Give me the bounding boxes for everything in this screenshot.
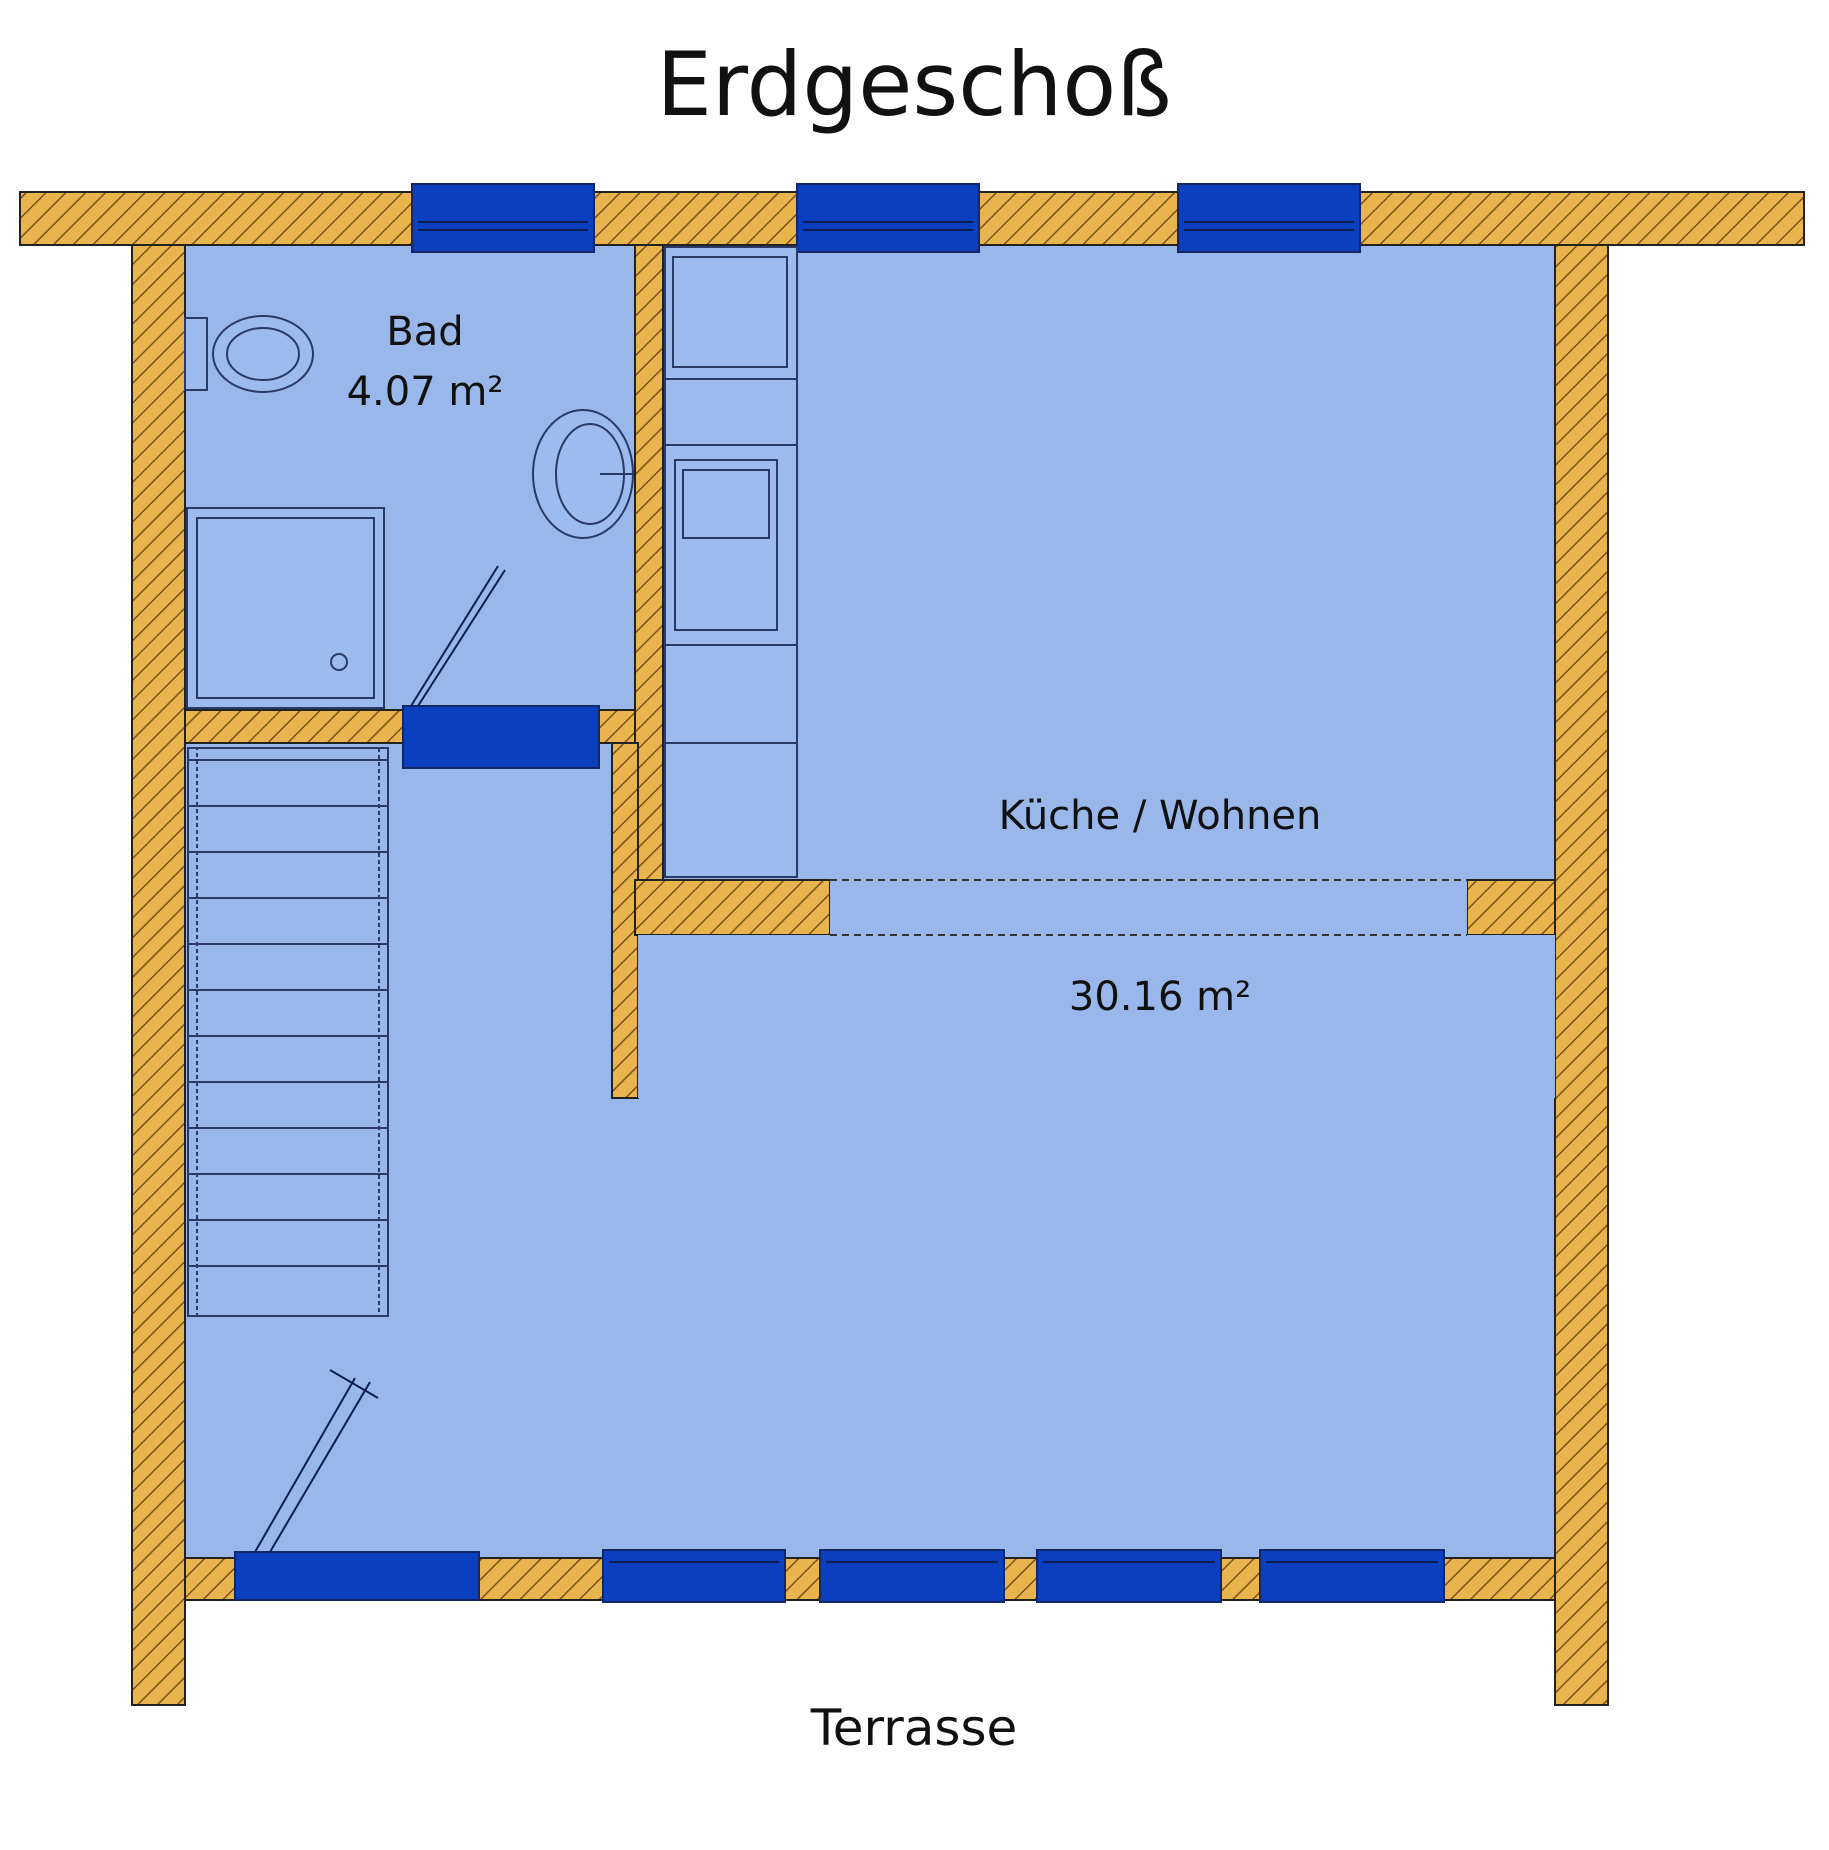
window-bottom-3 — [1036, 1549, 1222, 1603]
shower-tray — [186, 507, 385, 709]
top-windows — [411, 183, 1361, 253]
kitchen-unit-2 — [664, 378, 798, 446]
floor-areas — [185, 245, 1555, 1560]
bath-door — [402, 565, 600, 769]
right-wall — [1554, 244, 1609, 1706]
passage-floor — [830, 880, 1467, 935]
living-floor — [185, 710, 1555, 1560]
window-top-2 — [796, 183, 980, 253]
kitchen-wall-right — [1466, 879, 1556, 936]
kitchen-wall-left — [634, 879, 831, 936]
terrace-label: Terrasse — [810, 1699, 1018, 1757]
bath-partition-wall — [634, 244, 664, 881]
living-area: 30.16 m² — [1069, 974, 1251, 1020]
left-wall — [131, 244, 186, 1706]
shower-drain — [330, 653, 348, 671]
window-top-3 — [1177, 183, 1361, 253]
bath-fixtures — [184, 315, 634, 709]
stub-wall — [611, 742, 639, 1099]
living-label: Küche / Wohnen — [999, 793, 1322, 839]
plan-title: Erdgeschoß — [656, 33, 1171, 136]
window-bottom-1 — [602, 1549, 786, 1603]
kitchen-unit-fridge — [664, 246, 798, 380]
kitchen-unit-5 — [664, 742, 798, 878]
entrance-door-leaf — [254, 1369, 379, 1553]
staircase — [187, 747, 389, 1317]
bath-door-frame — [402, 705, 600, 769]
window-top-1 — [411, 183, 595, 253]
kitchen-sink — [664, 444, 798, 646]
kitchen-counter — [664, 246, 798, 878]
entrance-door — [234, 1551, 480, 1601]
bath-label: Bad — [386, 309, 463, 355]
window-bottom-2 — [819, 1549, 1005, 1603]
living-floor-patch — [638, 935, 1555, 1098]
window-bottom-4 — [1259, 1549, 1445, 1603]
bottom-windows — [234, 1549, 1445, 1603]
bath-door-leaf — [410, 565, 499, 707]
kitchen-unit-4 — [664, 644, 798, 744]
toilet-tank — [184, 317, 208, 391]
bath-area: 4.07 m² — [347, 369, 504, 415]
